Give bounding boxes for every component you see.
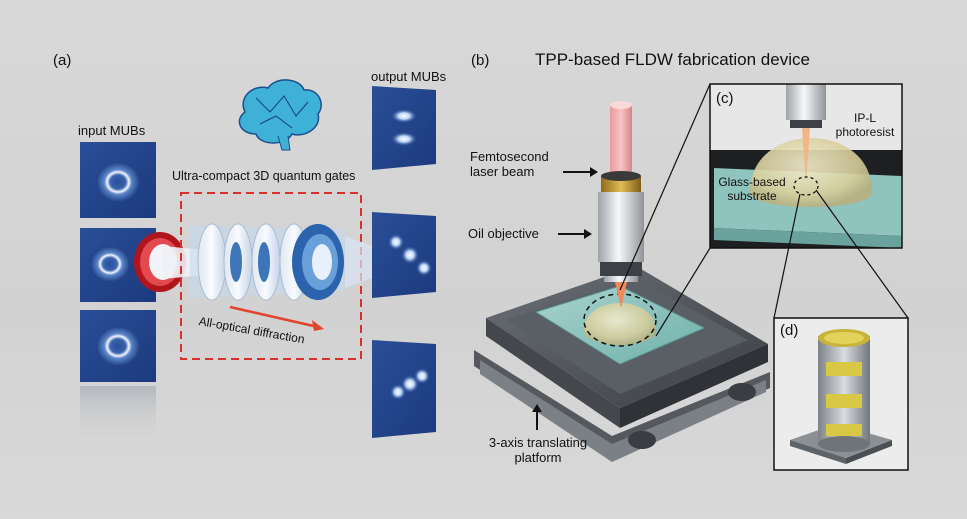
laser-label-line-1: Femtosecond [470,149,549,164]
diffractive-gate-stack [190,223,372,301]
input-mubs-header: input MUBs [78,123,146,138]
output-mub-tile-3 [372,340,436,438]
substrate-label-line-2: substrate [727,188,777,203]
zoom-line-d-right [815,189,909,319]
input-tile-reflection [80,386,156,446]
output-mubs-header: output MUBs [371,69,447,84]
zoom-line-c-bottom [655,247,711,337]
objective-label-arrow [558,229,592,239]
substrate-label: Glass-based substrate [714,175,790,204]
panel-b-label: (b) [471,52,490,69]
platform-label-line-1: 3-axis translating [488,435,588,450]
panel-b-title: TPP-based FLDW fabrication device [535,50,810,69]
brain-icon [238,79,322,151]
oil-objective [598,171,644,308]
output-mub-tile-1 [372,86,436,170]
output-mub-tile-2 [372,212,436,298]
panel-c-label: (c) [716,90,734,107]
photoresist-label: IP-L photoresist [830,111,900,140]
input-mub-tile-3 [80,310,156,382]
zoom-line-d-left [773,193,801,319]
panel-a-label: (a) [53,52,72,69]
platform-label-arrow [532,404,542,430]
laser-label-arrow [563,167,598,177]
panel-d-label: (d) [780,322,799,339]
photoresist-label-line-2: photoresist [835,124,895,139]
platform-label-line-2: platform [514,449,562,465]
laser-label-line-2: laser beam [470,163,535,179]
laser-beam [610,101,632,185]
quantum-gates-caption: Ultra-compact 3D quantum gates [172,169,356,183]
input-mub-tile-1 [80,142,156,218]
substrate-label-line-1: Glass-based [718,175,786,189]
zoom-line-c-top [619,83,711,291]
oil-objective-label: Oil objective [468,226,539,241]
laser-beam-label: Femtosecond laser beam [470,149,549,180]
photoresist-label-line-1: IP-L [853,111,876,125]
diffraction-arrow [229,305,324,331]
platform-label: 3-axis translating platform [470,435,606,466]
panel-d-inset [773,317,909,471]
panel-c-inset [709,83,903,249]
